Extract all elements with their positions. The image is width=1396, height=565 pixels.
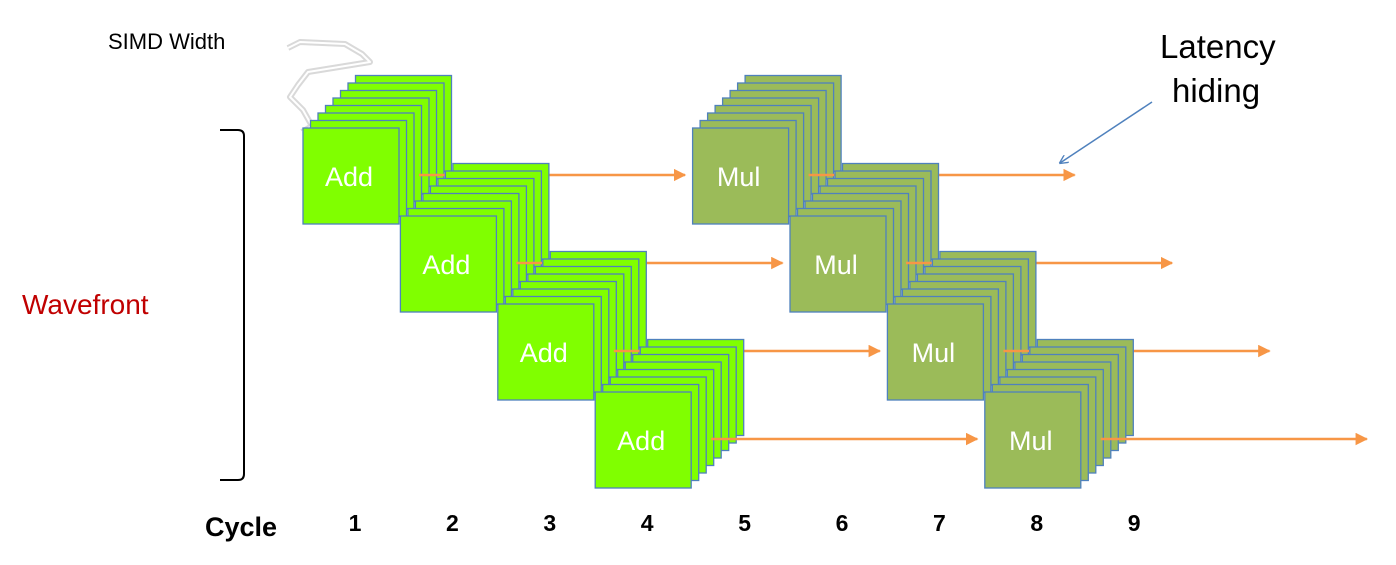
latency-hiding-label-line1: Latency xyxy=(1160,28,1276,65)
add-box-label: Add xyxy=(325,162,373,192)
add-stack-row-3: Add xyxy=(497,250,882,401)
cycle-tick-6: 6 xyxy=(836,510,849,536)
latency-hiding-pointer xyxy=(1060,101,1153,163)
add-stack-row-1: Add xyxy=(302,74,687,225)
wavefront-label: Wavefront xyxy=(22,289,149,320)
cycle-tick-7: 7 xyxy=(933,510,946,536)
cycle-tick-9: 9 xyxy=(1128,510,1141,536)
mul-box-front xyxy=(984,391,1082,489)
cycle-ticks: 1 2 3 4 5 6 7 8 9 xyxy=(349,510,1141,536)
wavefront-brace xyxy=(220,129,245,481)
mul-box-label: Mul xyxy=(717,162,761,192)
mul-box-label: Mul xyxy=(814,250,858,280)
cycle-tick-8: 8 xyxy=(1030,510,1043,536)
mul-box-front xyxy=(789,215,887,313)
add-stack-row-4: Add xyxy=(594,338,979,489)
latency-hiding-label-line2: hiding xyxy=(1172,72,1260,109)
add-box-front xyxy=(497,303,595,401)
mul-stack-row-3: Mul xyxy=(886,250,1271,401)
mul-box-front xyxy=(886,303,985,401)
add-box-front xyxy=(594,391,692,489)
cycle-tick-5: 5 xyxy=(738,510,751,536)
mul-stack-row-1: Mul xyxy=(691,74,1076,225)
mul-box-label: Mul xyxy=(1009,426,1053,456)
cycle-tick-3: 3 xyxy=(543,510,556,536)
add-stack-row-2: Add xyxy=(399,162,784,313)
add-box-label: Add xyxy=(422,250,470,280)
mul-box-front xyxy=(691,127,790,225)
add-box-label: Add xyxy=(617,426,665,456)
mul-box-label: Mul xyxy=(912,338,956,368)
cycle-tick-1: 1 xyxy=(349,510,362,536)
mul-stack-row-2: Mul xyxy=(789,162,1174,313)
add-box-label: Add xyxy=(520,338,568,368)
cycle-axis-label: Cycle xyxy=(205,512,277,542)
cycle-tick-2: 2 xyxy=(446,510,459,536)
mul-stack-row-4: Mul xyxy=(984,338,1369,489)
simd-width-bracket-highlight xyxy=(287,41,371,133)
add-box-front xyxy=(302,127,400,225)
add-box-front xyxy=(399,215,498,313)
simd-width-label: SIMD Width xyxy=(108,29,225,54)
cycle-tick-4: 4 xyxy=(641,510,654,536)
